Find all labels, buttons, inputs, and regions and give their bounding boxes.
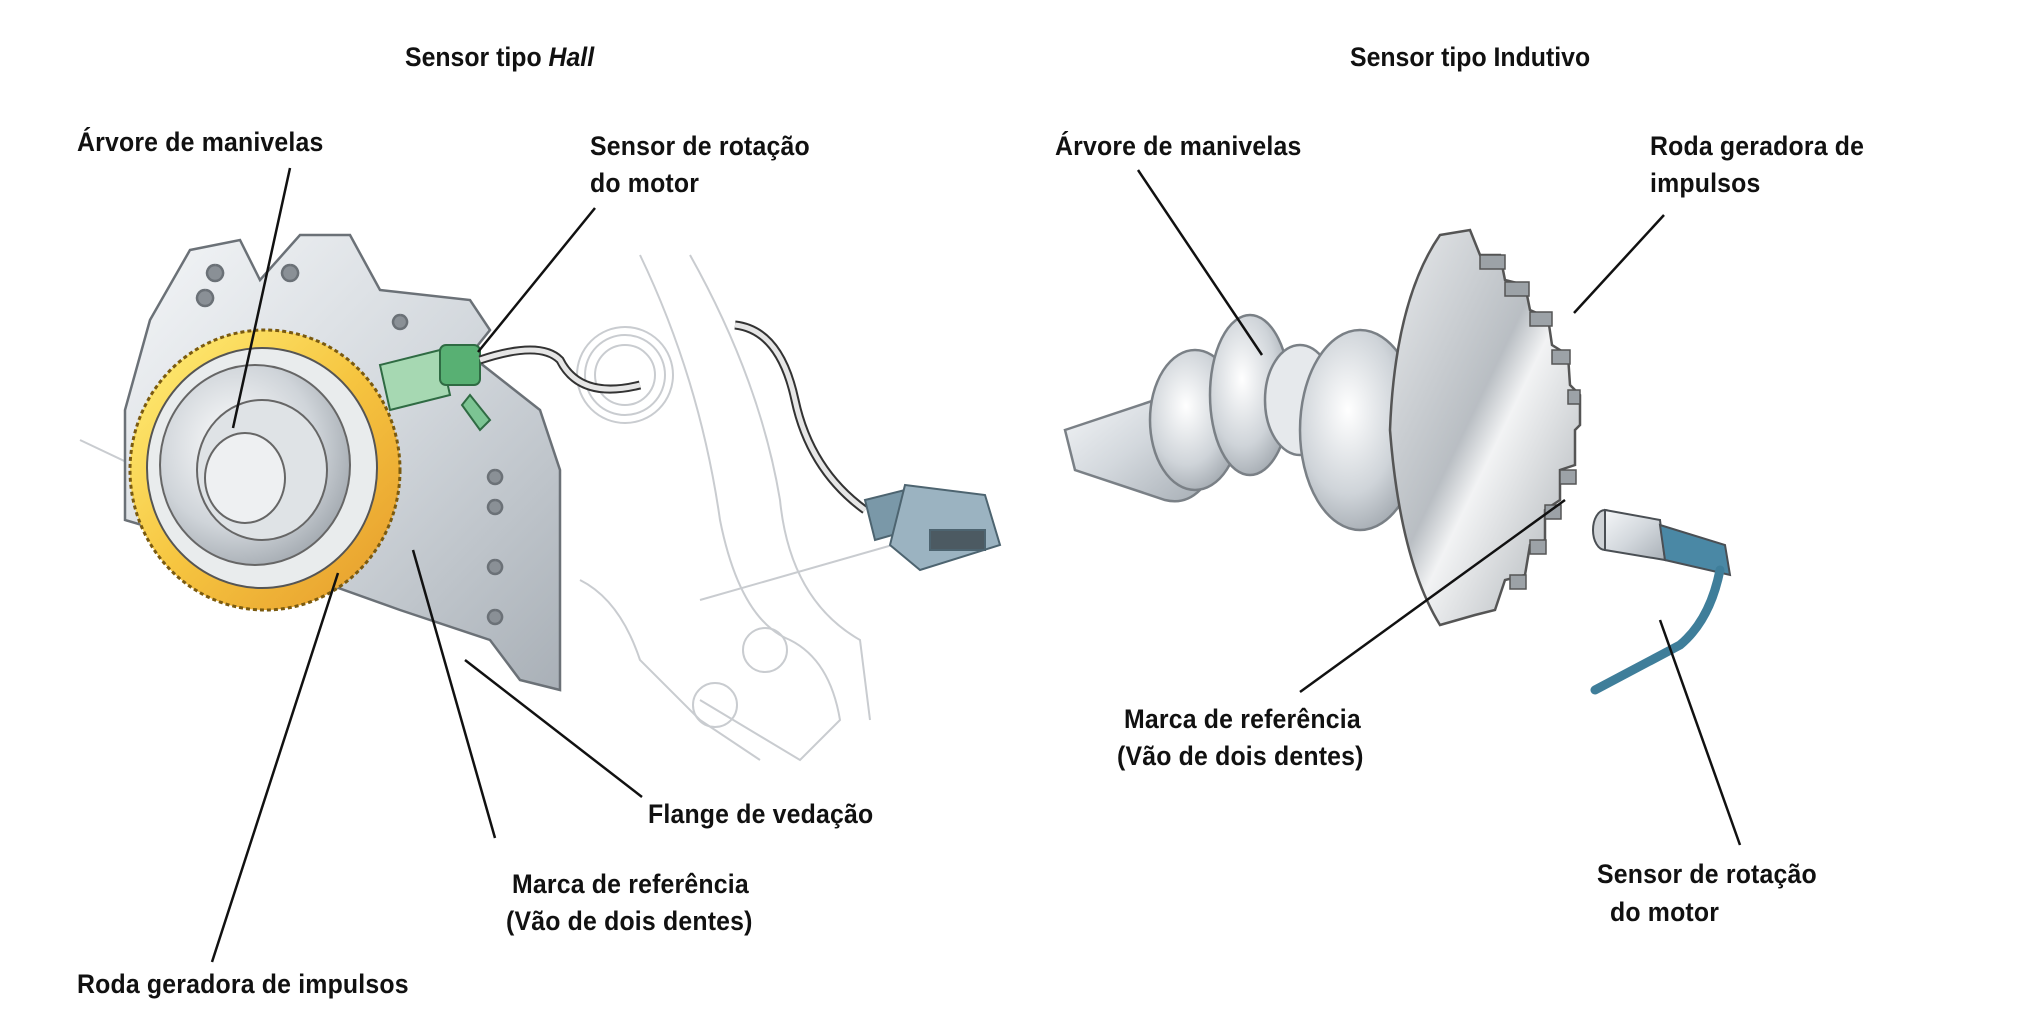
hall-sensor-cable xyxy=(478,320,868,514)
hall-crankshaft-hub xyxy=(159,364,351,566)
hall-label-pulse-wheel: Roda geradora de impulsos xyxy=(77,969,409,999)
inductive-label-pulse-wheel-1: Roda geradora de xyxy=(1650,131,1865,161)
inductive-label-rpm-sensor-1: Sensor de rotação xyxy=(1597,859,1817,889)
inductive-label-ref-mark-2: (Vão de dois dentes) xyxy=(1117,741,1364,771)
hall-connector xyxy=(863,483,1002,572)
hall-label-seal-flange: Flange de vedação xyxy=(648,799,874,829)
inductive-label-crankshaft: Árvore de manivelas xyxy=(1055,131,1302,161)
hall-label-rpm-sensor-1: Sensor de rotação xyxy=(590,131,810,161)
hall-label-ref-mark-1: Marca de referência xyxy=(512,869,749,899)
inductive-sensor xyxy=(1592,508,1732,577)
hall-label-crankshaft: Árvore de manivelas xyxy=(77,127,324,157)
leader-lines xyxy=(210,167,1742,963)
inductive-diagram-title: Sensor tipo Indutivo xyxy=(1350,42,1591,72)
inductive-label-rpm-sensor-2: do motor xyxy=(1610,897,1720,927)
inductive-sensor-cable xyxy=(1590,565,1725,695)
hall-label-ref-mark-2: (Vão de dois dentes) xyxy=(506,906,753,936)
hall-title-emphasis: Hall xyxy=(548,42,595,72)
inductive-pulse-wheel xyxy=(1388,228,1582,627)
hall-label-rpm-sensor-2: do motor xyxy=(590,168,700,198)
inductive-label-ref-mark-1: Marca de referência xyxy=(1124,704,1361,734)
inductive-label-pulse-wheel-2: impulsos xyxy=(1650,168,1761,198)
hall-diagram-title: Sensor tipo Hall xyxy=(405,42,595,72)
hall-sensor-body xyxy=(378,344,492,432)
inductive-crankshaft xyxy=(1063,313,1422,532)
